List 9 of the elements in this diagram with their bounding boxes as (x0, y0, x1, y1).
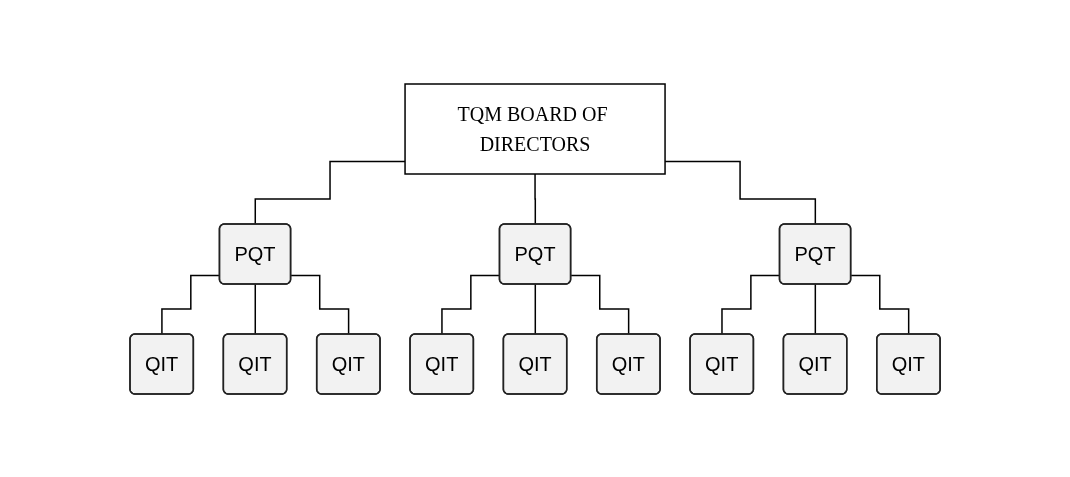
node-box: TQM BOARD OF DIRECTORS (404, 82, 666, 175)
connector (254, 160, 406, 225)
connector (534, 172, 537, 225)
connector (290, 274, 350, 335)
connector (850, 274, 910, 335)
connector (814, 283, 817, 335)
connector (534, 283, 537, 335)
connector (570, 274, 630, 335)
connector (254, 283, 257, 335)
